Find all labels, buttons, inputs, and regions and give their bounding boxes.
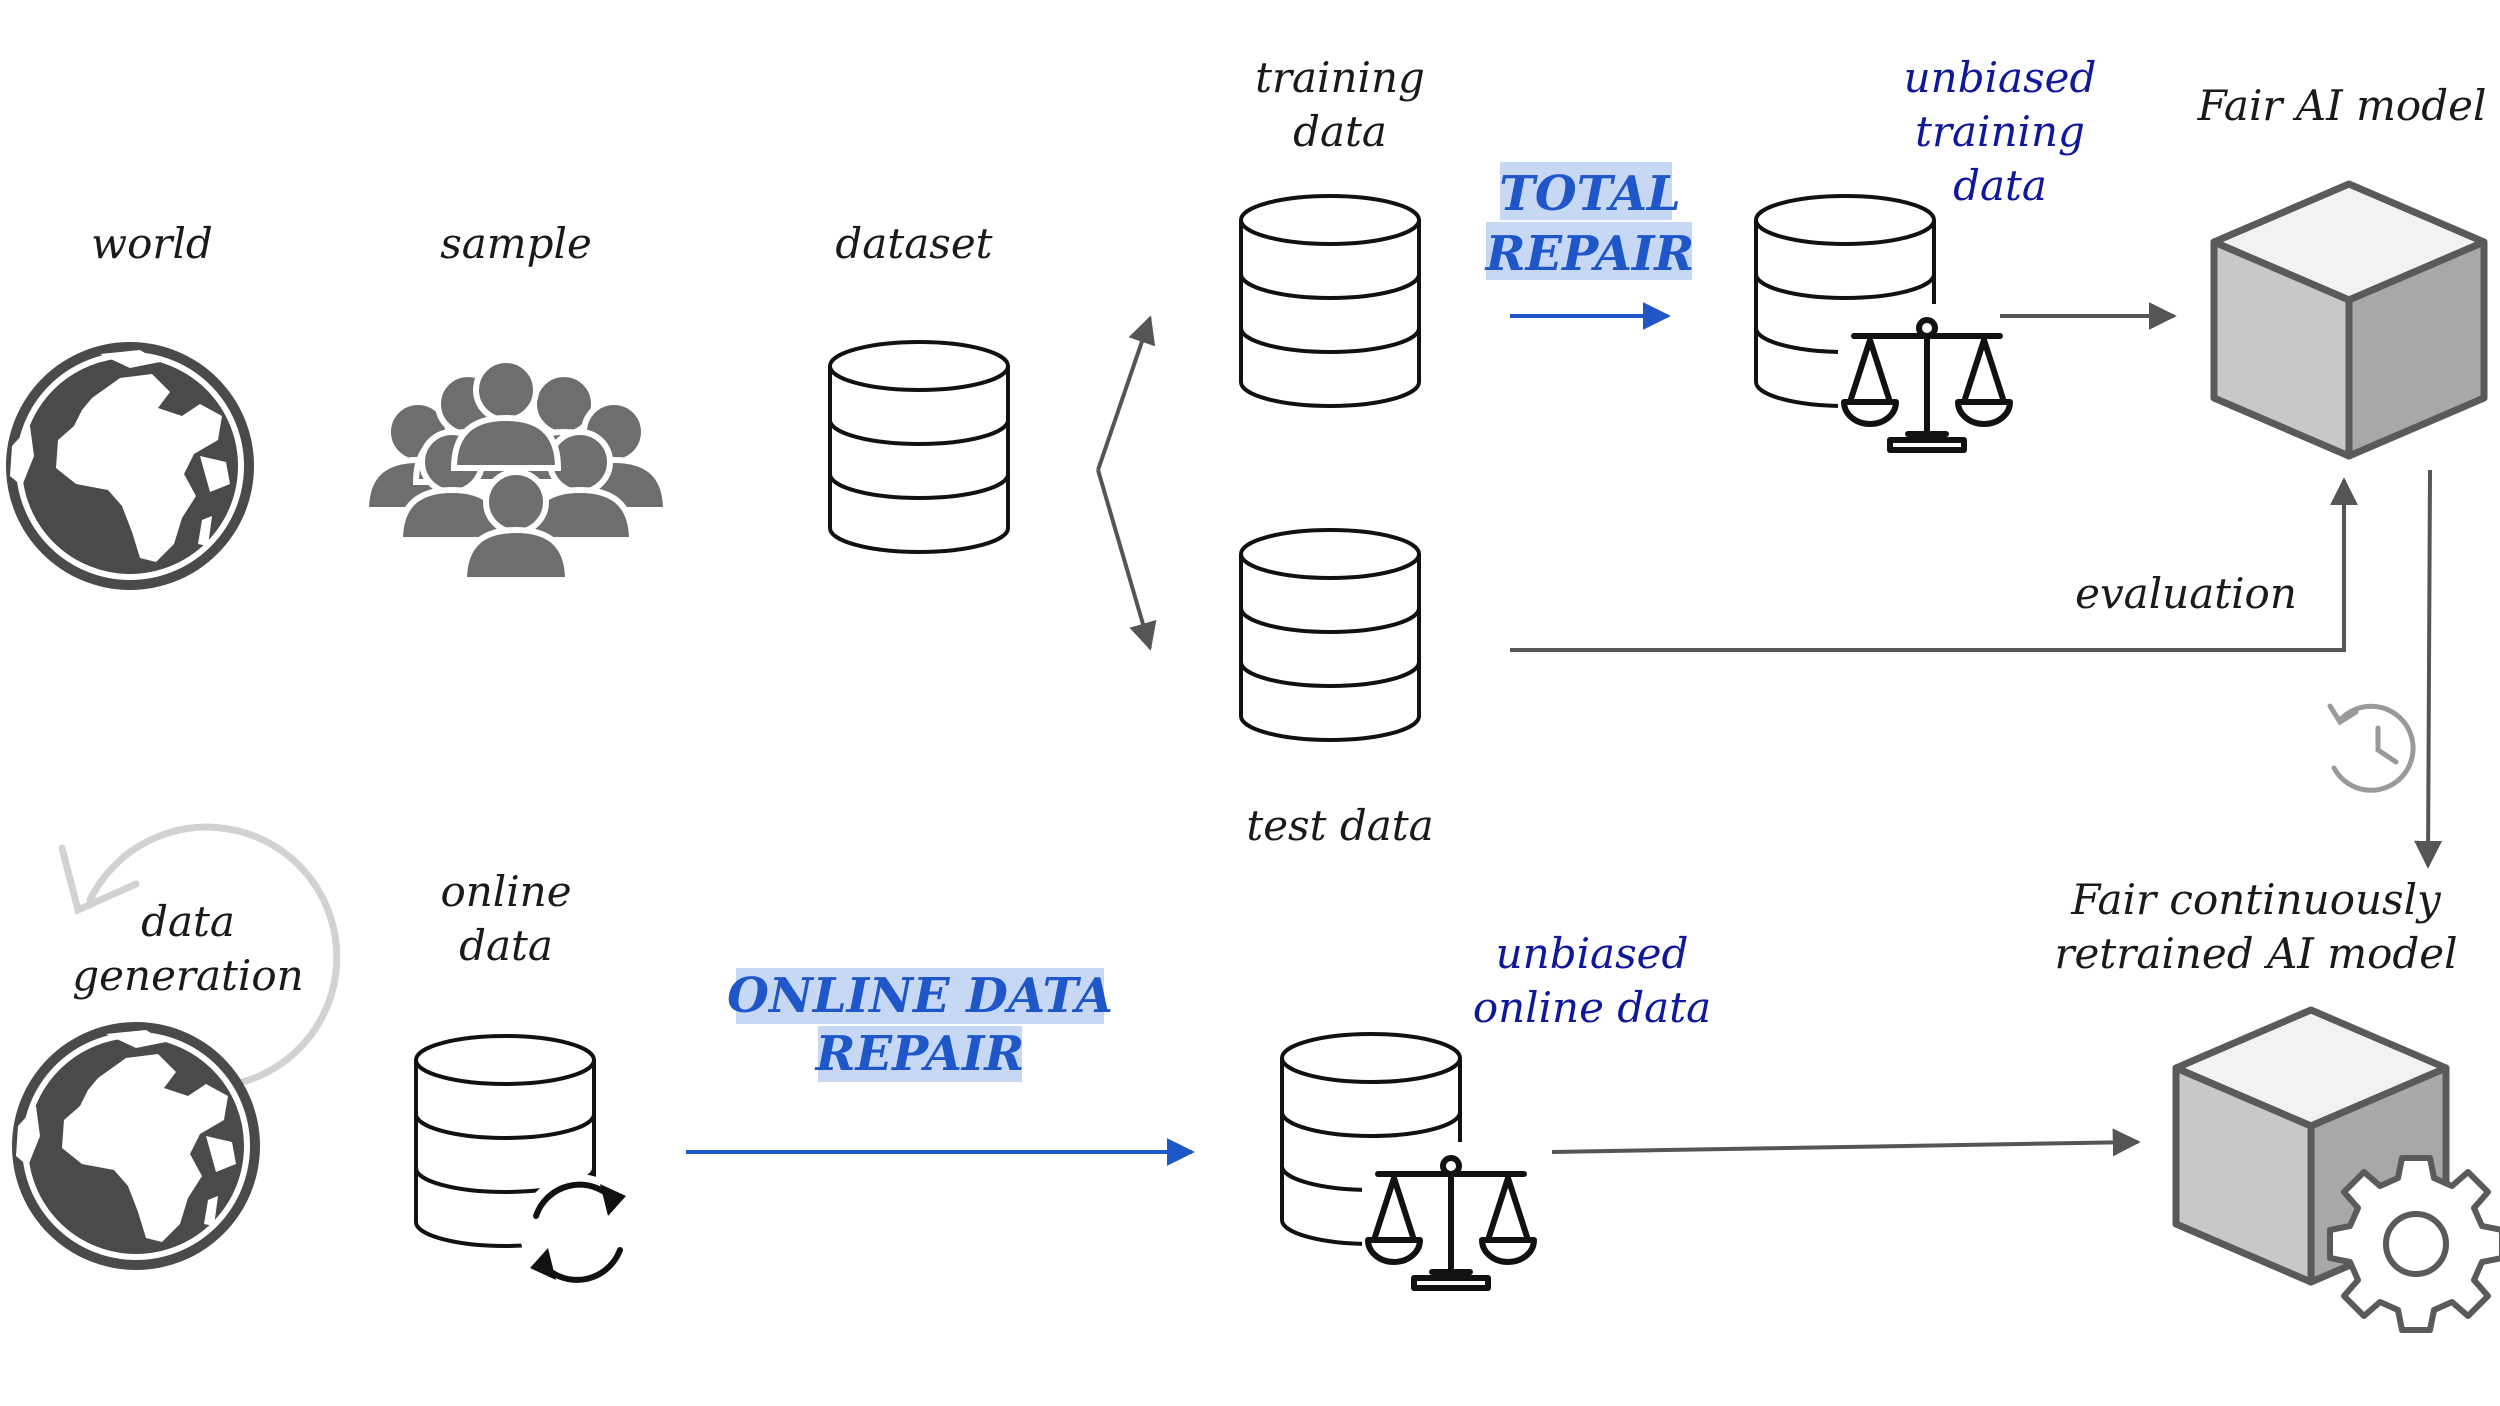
label-online-data-line2: data <box>459 921 553 970</box>
history-clock-icon <box>2327 703 2416 793</box>
online-repair-highlight-1 <box>736 968 1104 1024</box>
refresh-icon <box>520 1174 636 1290</box>
circular-arrow-icon <box>58 823 341 1091</box>
label-online-data-line1: online <box>440 867 571 916</box>
label-fair-continuous-line1: Fair continuously <box>2070 875 2442 924</box>
label-sample: sample <box>440 219 592 268</box>
people-group-icon <box>366 360 666 580</box>
dataset-database-icon <box>828 340 1010 554</box>
label-evaluation: evaluation <box>2075 569 2297 618</box>
arrow-to-retrained-model <box>1551 1128 2141 1157</box>
label-total-repair-line2: REPAIR <box>1484 226 1695 282</box>
label-unbiased-online-line1: unbiased <box>1496 929 1689 978</box>
cube-model-icon <box>2214 184 2484 456</box>
globe-icon-bottom <box>12 1022 260 1270</box>
label-online-repair-line2: REPAIR <box>814 1026 1025 1082</box>
test-database-icon <box>1239 528 1421 742</box>
label-unbiased-training-line3: data <box>1953 161 2047 210</box>
label-world: world <box>91 219 213 268</box>
label-training-data-line2: data <box>1293 107 1387 156</box>
label-total-repair-line1: TOTAL <box>1499 166 1681 222</box>
total-repair-highlight-2 <box>1486 222 1692 280</box>
total-repair-highlight-1 <box>1500 162 1672 220</box>
evaluation-arrow <box>1510 477 2358 652</box>
gear-icon <box>2327 1155 2500 1333</box>
label-data-generation-line1: data <box>141 897 235 946</box>
label-test-data: test data <box>1246 801 1433 850</box>
label-dataset: dataset <box>835 219 992 268</box>
label-training-data-line1: training <box>1255 53 1425 102</box>
label-unbiased-training-line2: training <box>1915 107 2085 156</box>
training-database-icon <box>1239 194 1421 408</box>
label-online-repair-line1: ONLINE DATA <box>727 968 1113 1024</box>
label-unbiased-online-line2: online data <box>1473 983 1711 1032</box>
label-fair-continuous-line2: retrained AI model <box>2054 929 2457 978</box>
retrain-arrow <box>2414 469 2443 869</box>
label-unbiased-training-line1: unbiased <box>1904 53 2097 102</box>
split-arrow-to-test <box>1096 469 1157 651</box>
label-fair-ai-model: Fair AI model <box>2197 81 2487 130</box>
split-arrow-to-training <box>1096 315 1156 471</box>
label-data-generation-line2: generation <box>72 951 303 1000</box>
online-repair-highlight-2 <box>818 1026 1022 1082</box>
globe-icon <box>6 342 254 590</box>
